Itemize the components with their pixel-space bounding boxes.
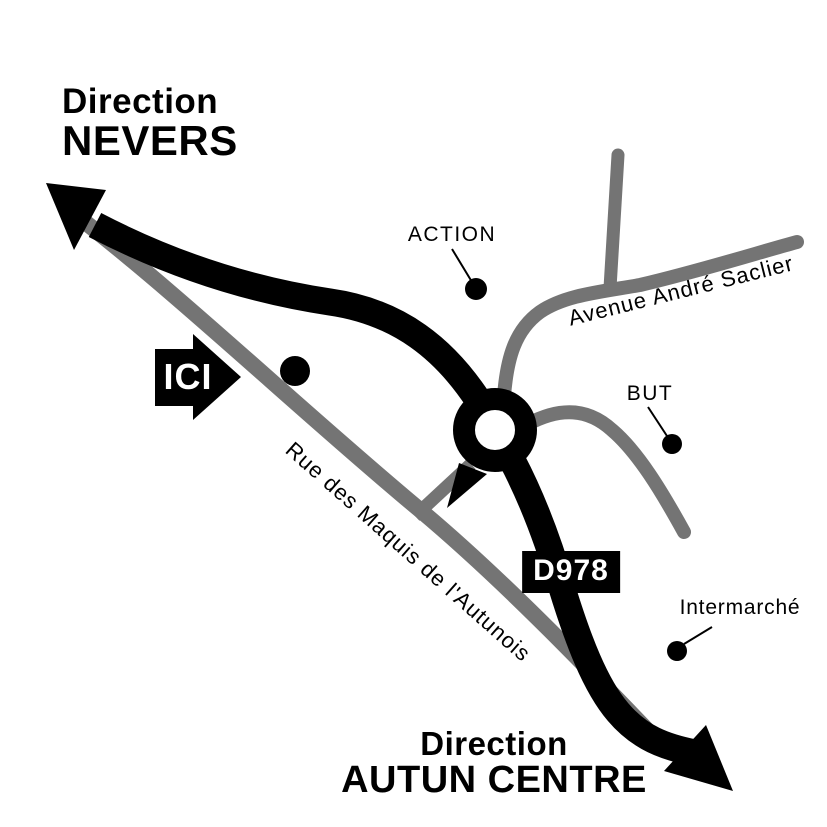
here-arrow-icon [155,334,241,420]
arrowhead-autun-icon [664,725,733,791]
destination-autun-prefix: Direction [420,725,568,762]
action-leader-line [451,248,473,283]
destination-nevers: Direction NEVERS [62,84,238,163]
rue-des-maquis-road [67,205,656,739]
here-location-dot [280,356,310,386]
d978-road [88,213,698,767]
action-label: ACTION [407,223,497,246]
but-dot [662,434,682,454]
arrowhead-nevers-icon [46,183,106,250]
destination-autun: Direction AUTUN CENTRE [341,727,647,799]
avenue-north-branch-road [603,148,625,295]
junction-island [447,463,487,508]
roundabout [453,388,537,472]
but-leader-line [647,406,668,437]
avenue-andre-saclier-road [497,235,804,403]
intermarche-label: Intermarché [679,596,801,619]
intermarche-dot [667,641,687,661]
here-marker-label: ICI [163,356,213,397]
but-label: BUT [626,382,674,405]
destination-nevers-name: NEVERS [62,116,238,164]
destination-nevers-prefix: Direction [62,82,219,121]
action-dot [465,278,487,300]
but-access-road [521,405,691,539]
intermarche-leader-line [683,626,713,645]
d978-badge: D978 [522,551,620,593]
destination-autun-name: AUTUN CENTRE [341,758,647,801]
